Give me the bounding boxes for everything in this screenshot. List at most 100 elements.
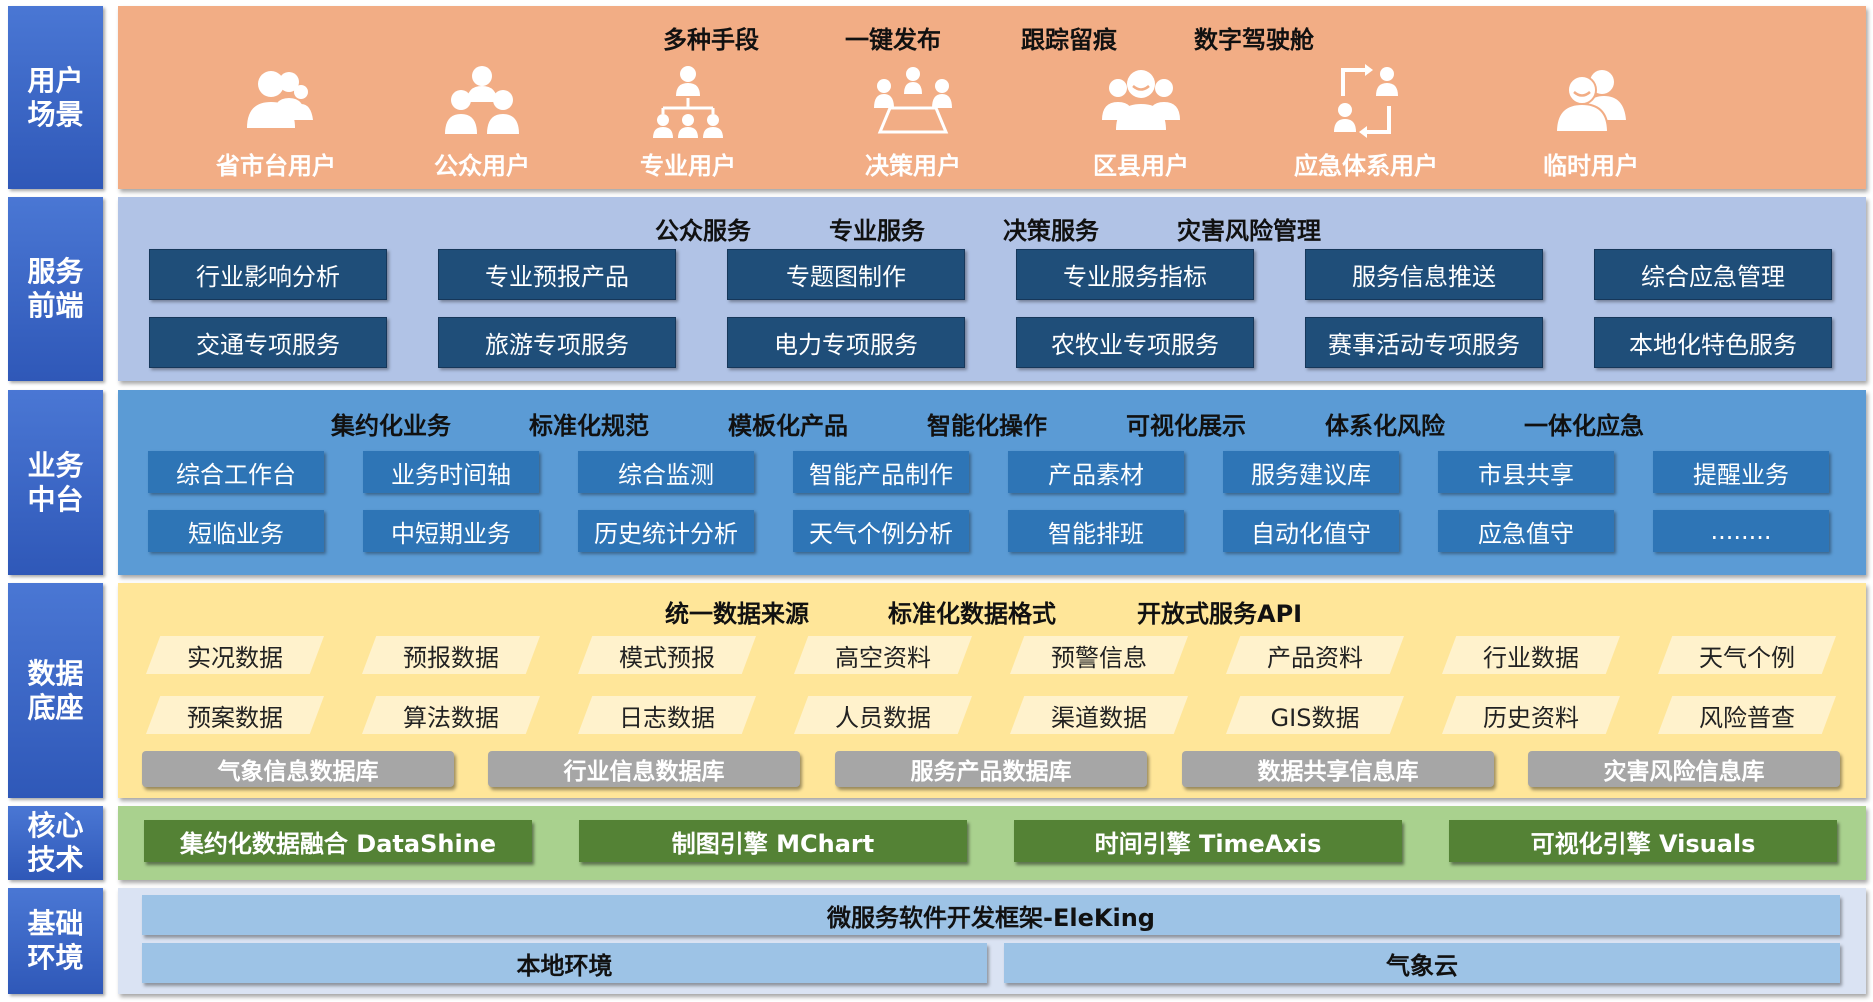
business-item[interactable]: 综合监测 [578, 451, 754, 493]
data-item: 渠道数据 [1010, 696, 1188, 734]
business-item[interactable]: 智能排班 [1008, 510, 1184, 552]
service-header: 决策服务 [1003, 217, 1099, 245]
core-item[interactable]: 集约化数据融合 DataShine [144, 820, 532, 862]
service-item[interactable]: 服务信息推送 [1305, 249, 1543, 300]
core-item[interactable]: 时间引擎 TimeAxis [1014, 820, 1402, 862]
service-item[interactable]: 本地化特色服务 [1594, 317, 1832, 368]
org-users-icon [653, 66, 723, 138]
user-label: 省市台用户 [216, 152, 336, 180]
database-item: 服务产品数据库 [835, 751, 1147, 787]
layer-label-service: 服务 前端 [8, 197, 103, 381]
database-item: 灾害风险信息库 [1528, 751, 1840, 787]
business-header: 智能化操作 [927, 412, 1047, 440]
exchange-users-icon [1334, 64, 1398, 138]
data-item: 日志数据 [578, 696, 756, 734]
service-item[interactable]: 电力专项服务 [727, 317, 965, 368]
user-item: 省市台用户 [191, 62, 361, 181]
business-item[interactable]: 业务时间轴 [363, 451, 539, 493]
service-header: 专业服务 [829, 217, 925, 245]
service-item[interactable]: 专业服务指标 [1016, 249, 1254, 300]
user-header: 数字驾驶舱 [1194, 26, 1314, 54]
layer-label-text: 核心 技术 [27, 809, 84, 876]
core-item[interactable]: 制图引擎 MChart [579, 820, 967, 862]
business-header: 体系化风险 [1325, 412, 1445, 440]
layer-label-text: 用户 场景 [27, 63, 84, 131]
user-item: 区县用户 [1056, 62, 1226, 181]
data-item: 产品资料 [1226, 636, 1404, 674]
user-header: 一键发布 [845, 26, 941, 54]
county-users-icon [1102, 70, 1180, 130]
business-item[interactable]: 市县共享 [1438, 451, 1614, 493]
data-header: 统一数据来源 [665, 600, 809, 628]
user-item: 专业用户 [603, 62, 773, 181]
user-header: 跟踪留痕 [1021, 26, 1117, 54]
user-item: 决策用户 [828, 62, 998, 181]
service-item[interactable]: 行业影响分析 [149, 249, 387, 300]
service-item[interactable]: 专业预报产品 [438, 249, 676, 300]
user-label: 专业用户 [640, 152, 736, 180]
data-item: 人员数据 [794, 696, 972, 734]
user-label: 应急体系用户 [1294, 152, 1438, 180]
business-item[interactable]: 中短期业务 [363, 510, 539, 552]
business-header: 集约化业务 [331, 412, 451, 440]
meeting-icon [874, 67, 952, 134]
data-item: 行业数据 [1442, 636, 1620, 674]
data-item: 预案数据 [146, 696, 324, 734]
user-label: 临时用户 [1543, 152, 1639, 180]
business-item[interactable]: 智能产品制作 [793, 451, 969, 493]
data-item: 历史资料 [1442, 696, 1620, 734]
business-item[interactable]: 短临业务 [148, 510, 324, 552]
business-item[interactable]: 提醒业务 [1653, 451, 1829, 493]
database-item: 数据共享信息库 [1182, 751, 1494, 787]
service-item[interactable]: 综合应急管理 [1594, 249, 1832, 300]
layer-label-user: 用户 场景 [8, 6, 103, 189]
user-item: 公众用户 [397, 62, 567, 181]
business-header: 一体化应急 [1524, 412, 1644, 440]
user-item: 临时用户 [1506, 62, 1676, 181]
business-item[interactable]: ........ [1653, 510, 1829, 552]
business-item[interactable]: 综合工作台 [148, 451, 324, 493]
data-item: 算法数据 [362, 696, 540, 734]
layer-label-data: 数据 底座 [8, 583, 103, 798]
business-item[interactable]: 天气个例分析 [793, 510, 969, 552]
layer-label-text: 基础 环境 [27, 907, 84, 974]
data-item: 风险普查 [1658, 696, 1836, 734]
user-label: 决策用户 [865, 152, 961, 180]
data-item: 实况数据 [146, 636, 324, 674]
base-env-panel: 微服务软件开发框架-EleKing 本地环境 气象云 [118, 888, 1866, 994]
service-item[interactable]: 赛事活动专项服务 [1305, 317, 1543, 368]
data-foundation-panel: 统一数据来源 标准化数据格式 开放式服务API 实况数据 预报数据 模式预报 高… [118, 583, 1866, 798]
service-header: 灾害风险管理 [1177, 217, 1321, 245]
business-item[interactable]: 历史统计分析 [578, 510, 754, 552]
user-group-icon [247, 71, 313, 128]
layer-label-base: 基础 环境 [8, 888, 103, 994]
layer-label-text: 业务 中台 [27, 448, 84, 516]
business-item[interactable]: 产品素材 [1008, 451, 1184, 493]
user-scenario-panel: 多种手段 一键发布 跟踪留痕 数字驾驶舱 省市台用户 公众用户 [118, 6, 1866, 189]
service-item[interactable]: 交通专项服务 [149, 317, 387, 368]
data-item: 预报数据 [362, 636, 540, 674]
data-item: 模式预报 [578, 636, 756, 674]
data-header: 标准化数据格式 [888, 600, 1056, 628]
service-item[interactable]: 旅游专项服务 [438, 317, 676, 368]
service-item[interactable]: 专题图制作 [727, 249, 965, 300]
data-item: 高空资料 [794, 636, 972, 674]
layer-label-text: 服务 前端 [27, 255, 84, 322]
layer-label-text: 数据 底座 [27, 656, 84, 724]
public-users-icon [445, 66, 519, 134]
business-item[interactable]: 自动化值守 [1223, 510, 1399, 552]
business-item[interactable]: 应急值守 [1438, 510, 1614, 552]
framework-bar: 微服务软件开发框架-EleKing [142, 895, 1840, 935]
data-header: 开放式服务API [1137, 600, 1303, 628]
data-item: 天气个例 [1658, 636, 1836, 674]
local-env-bar: 本地环境 [142, 943, 987, 983]
business-item[interactable]: 服务建议库 [1223, 451, 1399, 493]
business-platform-panel: 集约化业务 标准化规范 模板化产品 智能化操作 可视化展示 体系化风险 一体化应… [118, 390, 1866, 575]
business-header: 可视化展示 [1126, 412, 1246, 440]
service-item[interactable]: 农牧业专项服务 [1016, 317, 1254, 368]
database-item: 气象信息数据库 [142, 751, 454, 787]
database-item: 行业信息数据库 [488, 751, 800, 787]
data-item: GIS数据 [1226, 696, 1404, 734]
core-item[interactable]: 可视化引擎 Visuals [1449, 820, 1837, 862]
user-item: 应急体系用户 [1281, 62, 1451, 181]
